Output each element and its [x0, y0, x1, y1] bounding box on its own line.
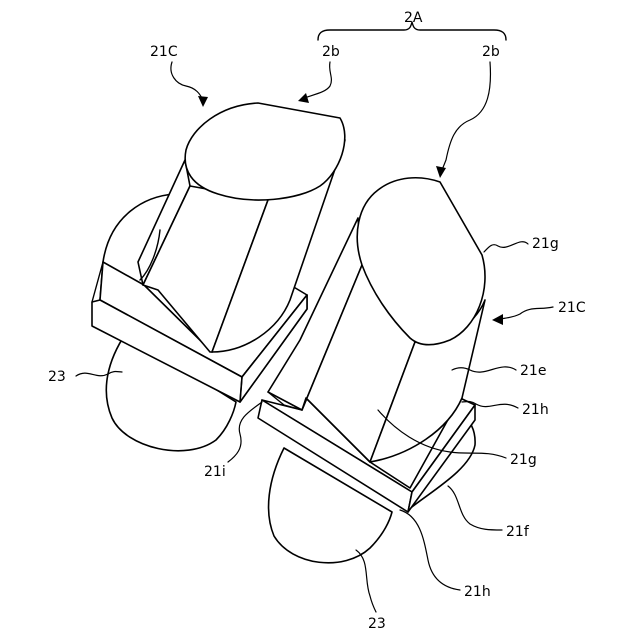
label-21h-upper: 21h — [522, 402, 549, 418]
arrowhead-21C-right — [492, 314, 503, 325]
label-2A: 2A — [404, 10, 423, 26]
arrowhead-2b-left — [298, 93, 309, 103]
label-23-bottom: 23 — [368, 616, 386, 632]
leader-2b-right — [442, 62, 490, 170]
label-2b-left: 2b — [322, 44, 340, 60]
label-21g-top: 21g — [532, 236, 559, 252]
label-21f: 21f — [506, 524, 530, 540]
label-21g-mid: 21g — [510, 452, 537, 468]
label-21h-lower: 21h — [464, 584, 491, 600]
leader-21h-lower — [400, 510, 460, 590]
leader-21f — [448, 486, 502, 530]
label-23-left: 23 — [48, 369, 66, 385]
arrowhead-2b-right — [436, 166, 446, 178]
arrowhead-21C-left — [198, 96, 208, 107]
left-top-face — [185, 103, 345, 200]
label-21C-right: 21C — [558, 300, 586, 316]
label-21i: 21i — [204, 464, 226, 480]
leader-21C-left — [171, 62, 203, 100]
leader-2b-left — [304, 62, 331, 98]
leader-23-bottom — [356, 550, 376, 612]
leader-21C-right — [500, 307, 553, 319]
leader-21g-top — [484, 242, 528, 252]
label-2b-right: 2b — [482, 44, 500, 60]
label-21e: 21e — [520, 363, 546, 379]
label-21C-left: 21C — [150, 44, 178, 60]
